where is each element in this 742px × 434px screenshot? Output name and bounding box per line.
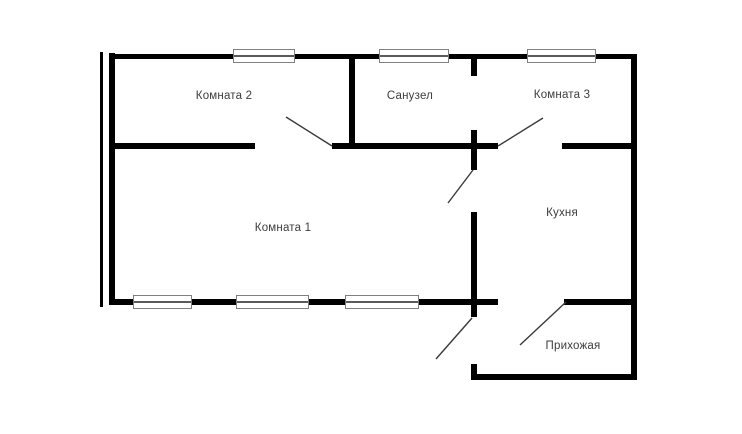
room-label-prihozhaya: Прихожая — [545, 340, 601, 352]
window-pane-line — [528, 54, 595, 57]
room-label-kuhnya: Кухня — [546, 207, 578, 219]
window-bottom-1 — [133, 294, 192, 309]
room-label-komnata-1: Комната 1 — [254, 222, 312, 234]
room-label-sanuzel: Санузел — [386, 90, 434, 102]
wall-sanuzel-komnata3-stub-top — [471, 57, 477, 76]
window-bottom-3 — [345, 294, 419, 309]
wall-sanuzel-komnata3-stub-low — [471, 130, 477, 170]
door-swing-prihozhaya-kuhnya — [519, 301, 567, 346]
window-top-komnata2 — [233, 48, 295, 63]
left-outer-line — [100, 52, 103, 307]
window-top-sanuzel — [379, 48, 449, 63]
window-top-komnata3 — [527, 48, 596, 63]
window-pane-line — [237, 300, 308, 303]
mid-horizontal-wall-left — [111, 143, 255, 149]
mid-horizontal-wall-center — [332, 143, 498, 149]
right-wall — [630, 53, 637, 380]
wall-komnata1-kuhnya — [471, 212, 477, 317]
top-wall — [109, 53, 637, 59]
door-swing-komnata3 — [497, 117, 544, 147]
door-swing-kuhnya — [447, 169, 474, 204]
window-bottom-2 — [236, 294, 309, 309]
door-swing-komnata2 — [285, 116, 333, 147]
door-swing-entrance — [435, 317, 473, 360]
wall-komnata2-sanuzel — [349, 57, 355, 148]
room-label-komnata-2: Комната 2 — [195, 90, 253, 102]
window-pane-line — [380, 54, 448, 57]
room-label-komnata-3: Комната 3 — [533, 89, 591, 101]
left-wall — [109, 53, 115, 305]
prihozhaya-bottom-wall — [471, 374, 637, 380]
prihozhaya-top-wall — [564, 299, 637, 305]
window-pane-line — [346, 300, 418, 303]
window-pane-line — [234, 54, 294, 57]
prihozhaya-left-stub — [471, 364, 477, 380]
mid-horizontal-wall-right — [562, 143, 637, 149]
window-pane-line — [134, 300, 191, 303]
